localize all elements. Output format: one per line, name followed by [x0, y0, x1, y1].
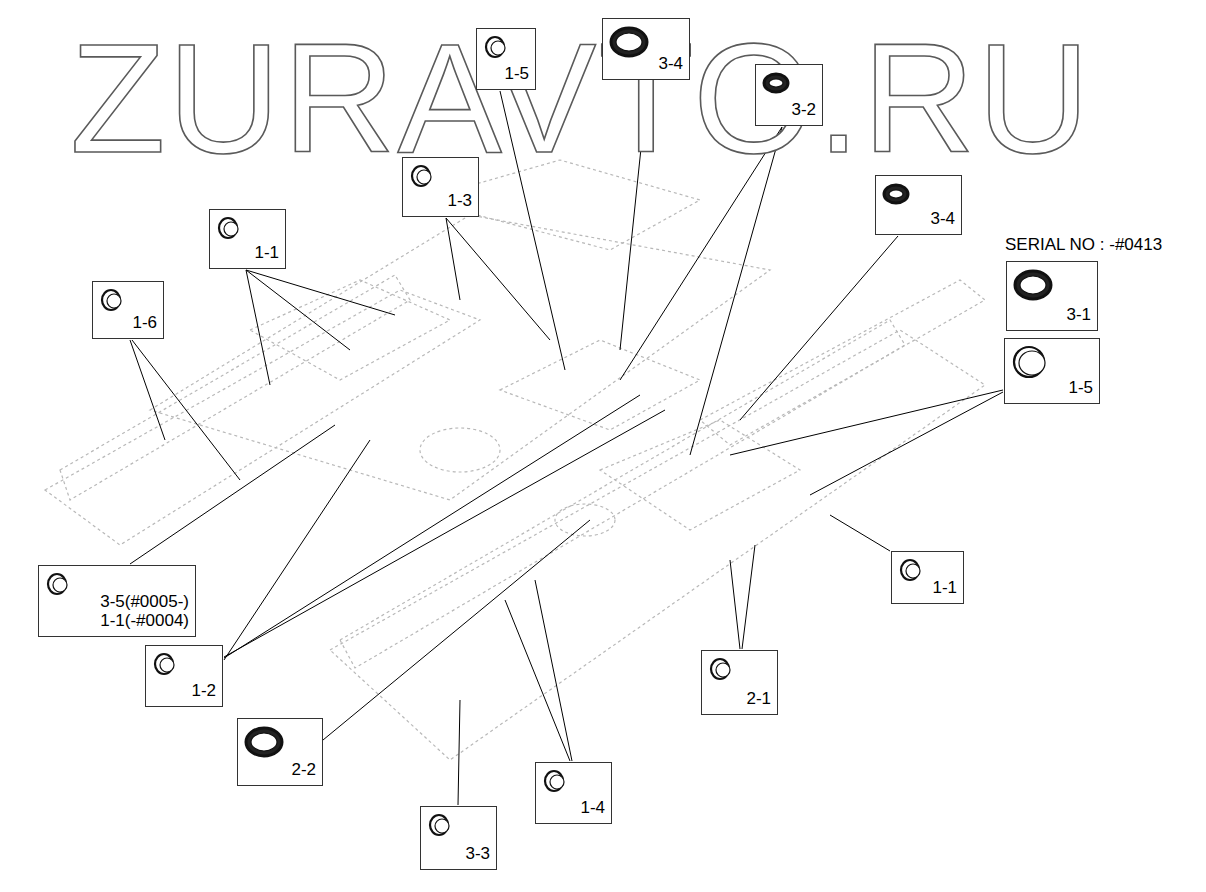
callout-number: 1-5 — [504, 64, 529, 84]
leader-line — [535, 580, 572, 761]
callout-texts: 3-3 — [465, 844, 490, 864]
callout-texts: 1-5 — [1068, 378, 1093, 398]
plug-icon — [99, 288, 127, 312]
leader-line — [446, 218, 550, 340]
callout-texts: 1-3 — [447, 191, 472, 211]
callout-box: 3-3 — [420, 806, 497, 870]
serial-note: SERIAL NO : -#0413 — [1005, 236, 1162, 255]
callout-box: 3-1 — [1006, 261, 1098, 331]
grommet-icon — [1013, 268, 1053, 302]
leader-line — [130, 425, 335, 564]
plug-icon — [542, 769, 570, 793]
callout-box: 3-2 — [755, 64, 823, 126]
leader-lines — [130, 81, 1003, 805]
callout-texts: 3-1 — [1066, 305, 1091, 325]
center-body — [500, 340, 700, 430]
callout-number: 3-2 — [791, 100, 816, 120]
callout-texts: 3-4 — [658, 54, 683, 74]
callout-box: 1-5 — [1004, 338, 1100, 404]
grommet-icon — [244, 725, 284, 759]
callout-number: 1-1 — [932, 578, 957, 598]
callout-box: 1-6 — [92, 281, 164, 339]
left-track-top — [60, 275, 410, 500]
callout-texts: 2-1 — [746, 689, 771, 709]
callout-box: 1-2 — [145, 645, 223, 707]
rear-bracket — [600, 420, 800, 530]
callout-texts: 1-1 — [932, 578, 957, 598]
swing-ring — [555, 504, 615, 536]
leader-line — [132, 340, 240, 480]
leader-line — [323, 520, 590, 740]
callout-number: 2-1 — [746, 689, 771, 709]
leader-line — [224, 395, 640, 658]
callout-texts: 1-1 — [254, 243, 279, 263]
callout-texts: 3-2 — [791, 100, 816, 120]
leader-line — [730, 560, 740, 649]
callout-texts: 3-4 — [930, 209, 955, 229]
callout-texts: 2-2 — [291, 760, 316, 780]
leader-line — [742, 545, 755, 649]
callout-number: 2-2 — [291, 760, 316, 780]
callout-box: 1-5 — [476, 28, 536, 90]
leader-line — [224, 440, 370, 660]
leader-line — [830, 515, 890, 551]
leader-line — [740, 236, 898, 420]
frame-sketch — [45, 160, 985, 760]
callout-number: 1-5 — [1068, 378, 1093, 398]
callout-texts: 1-6 — [132, 313, 157, 333]
callout-box: 1-1 — [209, 209, 286, 269]
callout-number: 1-6 — [132, 313, 157, 333]
callout-number: 3-4 — [930, 209, 955, 229]
leader-line — [130, 340, 165, 440]
callout-number: 1-1 — [254, 243, 279, 263]
callout-texts: 1-2 — [191, 681, 216, 701]
leader-line — [505, 600, 570, 761]
plug-icon — [483, 35, 511, 59]
watermark: ZURAVTO.RU — [70, 20, 1092, 176]
rear-beam — [700, 280, 985, 445]
center-joint — [420, 428, 500, 472]
leader-line — [246, 270, 395, 315]
leader-line — [810, 392, 1003, 495]
callout-number: 3-3 — [465, 844, 490, 864]
right-track-top — [340, 320, 905, 668]
callout-number: 1-4 — [580, 798, 605, 818]
callout-number: 3-4 — [658, 54, 683, 74]
callout-number: 3-1 — [1066, 305, 1091, 325]
grommet-icon — [762, 71, 790, 95]
callout-number: 3-5(#0005-) — [100, 592, 189, 612]
callout-box: 3-4 — [602, 18, 690, 80]
leader-line — [224, 410, 665, 657]
plug-icon — [708, 657, 736, 681]
callout-box: 3-4 — [875, 175, 962, 235]
leader-line — [246, 270, 350, 350]
callout-number: 1-3 — [447, 191, 472, 211]
callout-box: 2-1 — [701, 650, 778, 715]
callout-box: 1-3 — [402, 157, 479, 217]
right-track — [330, 330, 985, 760]
plug-icon — [1011, 345, 1051, 379]
callout-box: 2-2 — [237, 718, 323, 786]
plug-icon — [898, 558, 926, 582]
leader-line — [730, 390, 1003, 455]
plug-icon — [409, 164, 437, 188]
callout-box: 1-4 — [535, 762, 612, 824]
leader-line — [446, 218, 460, 300]
plug-icon — [45, 572, 73, 596]
leader-line — [246, 270, 270, 385]
callout-number: 1-2 — [191, 681, 216, 701]
callout-texts: 1-4 — [580, 798, 605, 818]
callout-number: 1-1(-#0004) — [100, 611, 189, 631]
grommet-icon — [609, 25, 649, 59]
plug-icon — [152, 652, 180, 676]
leader-line — [458, 700, 460, 805]
plug-icon — [427, 813, 455, 837]
grommet-icon — [882, 182, 910, 206]
plug-icon — [216, 216, 244, 240]
callout-texts: 3-5(#0005-)1-1(-#0004) — [100, 592, 189, 631]
callout-box: 3-5(#0005-)1-1(-#0004) — [38, 565, 196, 637]
side-frame — [250, 280, 450, 380]
callout-texts: 1-5 — [504, 64, 529, 84]
callout-box: 1-1 — [891, 551, 964, 604]
